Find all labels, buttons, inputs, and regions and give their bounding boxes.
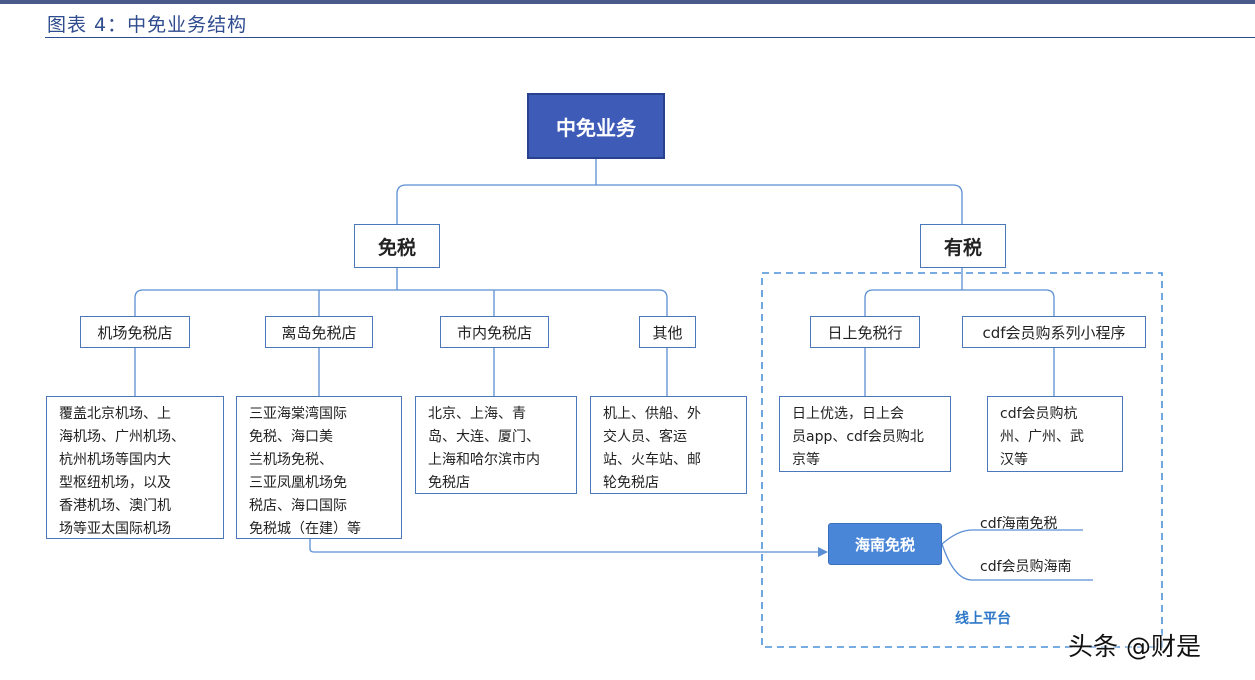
duty-paid-label: 有税: [943, 236, 982, 259]
duty-free-node: 免税: [354, 224, 440, 268]
detail-line: 杭州机场等国内大: [59, 452, 171, 468]
city-store-node: 市内免税店: [440, 316, 549, 348]
detail-line: 州、广州、武: [1000, 429, 1084, 445]
duty-paid-node: 有税: [920, 224, 1006, 268]
detail-line: 场等亚太国际机场: [59, 521, 171, 537]
connector-root-bar: [396, 184, 963, 224]
hainan-branch-cdf-hainan: cdf海南免税: [980, 516, 1058, 532]
detail-line: 汉等: [1000, 452, 1028, 468]
detail-line: 免税店: [428, 475, 470, 491]
duty-paid-dashed-frame: [761, 272, 1163, 648]
detail-line: 香港机场、澳门机: [59, 498, 171, 514]
detail-line: 日上优选，日上会: [792, 406, 904, 422]
detail-line: 上海和哈尔滨市内: [428, 452, 540, 468]
airport-store-label: 机场免税店: [97, 323, 173, 342]
detail-line: 北京、上海、青: [428, 406, 526, 422]
root-node-label: 中免业务: [556, 115, 636, 140]
offshore-store-label: 离岛免税店: [281, 323, 357, 342]
watermark: 头条 @财是: [1068, 632, 1201, 661]
other-label: 其他: [652, 323, 683, 342]
detail-line: 兰机场免税、: [249, 452, 333, 468]
offshore-store-detail: 三亚海棠湾国际 免税、海口美 兰机场免税、 三亚凤凰机场免 税店、海口国际 免税…: [236, 396, 402, 539]
other-node: 其他: [639, 316, 696, 348]
detail-line: 海机场、广州机场、: [59, 429, 185, 445]
hainan-duty-free-label: 海南免税: [854, 535, 915, 554]
connector-dutypaid-bar: [864, 289, 1055, 316]
detail-line: 三亚凤凰机场免: [249, 475, 347, 491]
cdf-miniprogram-node: cdf会员购系列小程序: [962, 316, 1146, 348]
detail-line: 岛、大连、厦门、: [428, 429, 540, 445]
hainan-branch-cdf-member: cdf会员购海南: [980, 559, 1072, 575]
city-store-label: 市内免税店: [456, 323, 532, 342]
detail-line: 机上、供船、外: [603, 406, 701, 422]
detail-line: cdf会员购杭: [1000, 406, 1078, 422]
rishang-detail: 日上优选，日上会 员app、cdf会员购北 京等: [779, 396, 951, 472]
rishang-node: 日上免税行: [810, 316, 920, 348]
connector-dutyfree-bar: [134, 289, 668, 316]
cdf-miniprogram-detail: cdf会员购杭 州、广州、武 汉等: [987, 396, 1123, 472]
hainan-duty-free-node: 海南免税: [828, 523, 942, 565]
offshore-store-node: 离岛免税店: [265, 316, 373, 348]
online-platform-label: 线上平台: [955, 611, 1011, 627]
detail-line: 免税、海口美: [249, 429, 333, 445]
cdf-miniprogram-label: cdf会员购系列小程序: [982, 323, 1126, 342]
detail-line: 交人员、客运: [603, 429, 687, 445]
other-detail: 机上、供船、外 交人员、客运 站、火车站、邮 轮免税店: [590, 396, 747, 494]
detail-line: 免税城（在建）等: [249, 521, 361, 537]
detail-line: 站、火车站、邮: [603, 452, 701, 468]
detail-line: 京等: [792, 452, 820, 468]
detail-line: 轮免税店: [603, 475, 659, 491]
title-underline: [45, 37, 1255, 38]
top-accent-bar: [0, 0, 1255, 4]
duty-free-label: 免税: [377, 236, 416, 259]
airport-store-detail: 覆盖北京机场、上 海机场、广州机场、 杭州机场等国内大 型枢纽机场，以及 香港机…: [46, 396, 224, 539]
rishang-label: 日上免税行: [827, 323, 903, 342]
city-store-detail: 北京、上海、青 岛、大连、厦门、 上海和哈尔滨市内 免税店: [415, 396, 577, 494]
root-node: 中免业务: [527, 93, 665, 159]
figure-title: 图表 4：中免业务结构: [47, 14, 248, 36]
detail-line: 三亚海棠湾国际: [249, 406, 347, 422]
arrowhead: [818, 547, 828, 557]
airport-store-node: 机场免税店: [80, 316, 190, 348]
connector-hainan-branch-1: [941, 529, 1083, 545]
detail-line: 税店、海口国际: [249, 498, 347, 514]
connector-hainan-branch-2: [941, 543, 1093, 581]
connector-lidao-hainan: [309, 539, 820, 553]
detail-line: 员app、cdf会员购北: [792, 429, 924, 445]
detail-line: 覆盖北京机场、上: [59, 406, 171, 422]
detail-line: 型枢纽机场，以及: [59, 475, 171, 491]
